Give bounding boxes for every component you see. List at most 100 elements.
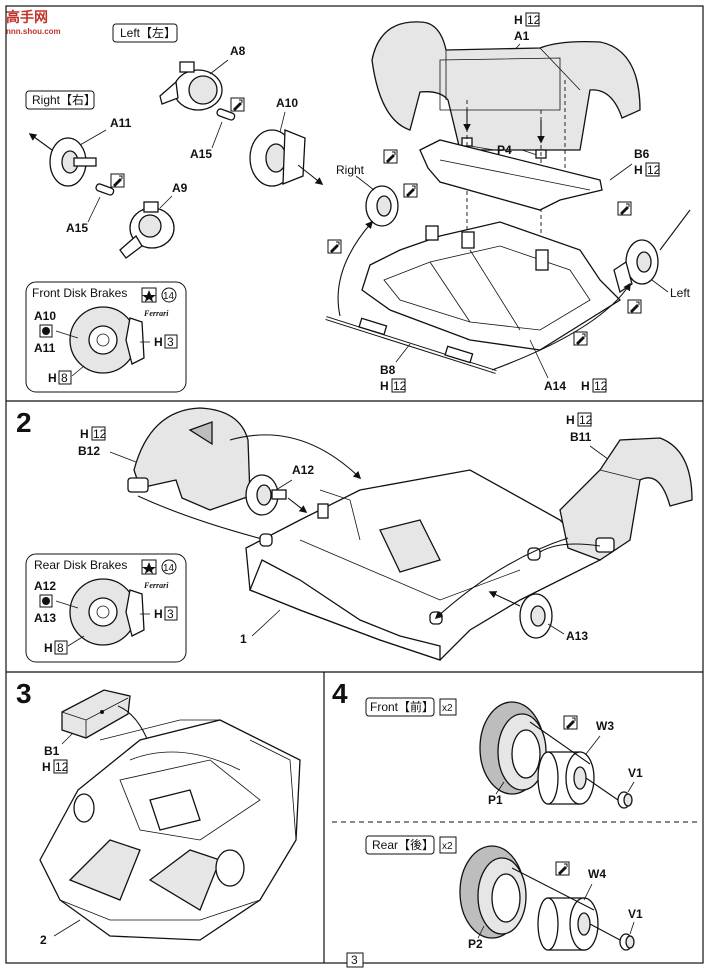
label-w3: W3 [596,719,614,733]
rear-multiplier: x2 [442,841,453,852]
label-v1-front: V1 [628,766,643,780]
left-tag: Left【左】 [120,25,176,40]
label-a11: A11 [110,116,132,130]
part-1-chassis [245,469,602,661]
label-assembly-2: 2 [40,933,47,947]
part-a12-hub [245,474,287,516]
ferrari-decal-text: Ferrari [143,309,169,318]
label-b6: B6 [634,147,650,161]
part-v1-cap-rear [619,933,635,951]
part-b8-tie-rod [325,316,497,374]
label-a1: A1 [514,29,530,43]
watermark-url: nnn.shou.com [6,27,61,36]
part-b1-plate [61,689,131,739]
label-h12-top-num: 12 [527,13,541,27]
step3-number: 3 [16,678,32,709]
label-a9: A9 [172,181,188,195]
page-number-box [346,952,364,968]
badge-circle [161,287,177,303]
front-inset-a11: A11 [34,341,56,355]
label-v1-rear: V1 [628,907,643,921]
ferrari-decal-text: Ferrari [143,581,169,590]
label-p1: P1 [488,793,503,807]
watermark-title: 高手网 [6,9,48,25]
label-a15-top: A15 [190,147,212,161]
label-h12-b8-num: 12 [393,379,407,393]
glue-icon [627,299,642,314]
label-h12-b1-num: 12 [55,760,69,774]
label-h12-top: H [514,13,523,27]
watermark-logo: 高手网 nnn.shou.com [6,9,61,36]
front-inset-a10: A10 [34,309,56,323]
label-a10: A10 [276,96,298,110]
part-b11-shell [559,437,693,561]
part-p2-rear-tire [459,845,527,939]
rear-inset-a13: A13 [34,611,56,625]
rear-brakes-badge: 14 [163,563,175,574]
front-inset-h8-num: 8 [61,371,68,385]
rear-inset-h3: H [154,607,163,621]
part-a15-pin-top [216,108,236,121]
right-brake-assembly [365,185,399,227]
rear-tag: Rear【後】 [372,838,434,852]
part-w3-front-wheel [537,751,595,805]
label-chassis-1: 1 [240,632,247,646]
step1-panel: Left【左】 Right【右】 A8 A15 A10 [25,12,691,393]
glue-icon [327,239,342,254]
label-h12-a14-num: 12 [594,379,608,393]
label-b8: B8 [380,363,396,377]
part-b12-shell [127,407,251,511]
right-tag-box [25,90,95,110]
label-h12-b11-num: 12 [579,413,593,427]
right-tag: Right【右】 [32,92,96,107]
front-tag-box [365,697,435,717]
part-a10-disc [249,129,306,187]
glue-icon [230,97,245,112]
front-inset-h3-num: 3 [167,335,174,349]
label-w4: W4 [588,867,606,881]
step2-panel: 2 H 12 B12 A12 [16,407,693,663]
part-v1-cap-front [617,791,633,809]
front-tag: Front【前】 [370,699,434,714]
label-h12-b12: H [80,427,89,441]
label-h12-b6: H [634,163,643,177]
step3-panel: 3 B1 H 12 2 [16,678,301,947]
label-a12: A12 [292,463,314,477]
rear-inset-a12: A12 [34,579,56,593]
glue-icon [563,715,578,730]
part-a8-caliper [159,61,223,111]
front-brakes-badge: 14 [163,291,175,302]
label-h12-b8: H [380,379,389,393]
label-a15-bottom: A15 [66,221,88,235]
glue-icon [383,149,398,164]
label-p4: P4 [497,143,512,157]
step4-panel: 4 Front【前】 x2 P1 W3 V1 [332,678,700,951]
step2-number: 2 [16,407,32,438]
label-h12-b11: H [566,413,575,427]
glue-icon [110,173,125,188]
part-a14-chassis [361,221,622,351]
label-a14: A14 [544,379,566,393]
part-w4-rear-wheel [537,897,599,951]
multiplier-badge-front [439,698,457,716]
step4-number: 4 [332,678,348,709]
front-disk-brakes-inset: Front Disk Brakes 14 Ferrari A10 A11 H 3… [25,281,187,393]
label-a13: A13 [566,629,588,643]
label-h12-b6-num: 12 [647,163,661,177]
part-a1-body-shell [371,21,641,151]
rear-inset-h8-num: 8 [57,641,64,655]
rear-inset-h8: H [44,641,53,655]
glue-icon [555,861,570,876]
rear-brakes-title: Rear Disk Brakes [34,558,127,572]
label-right: Right [336,163,365,177]
part-b6-bracket [419,139,603,211]
label-h12-b1: H [42,760,51,774]
part-a9-caliper [119,201,175,259]
label-b1: B1 [44,744,60,758]
part-p1-front-tire [479,701,547,795]
glue-icon [403,183,418,198]
front-inset-h8: H [48,371,57,385]
label-left: Left [670,286,691,300]
label-h12-b12-num: 12 [93,427,107,441]
